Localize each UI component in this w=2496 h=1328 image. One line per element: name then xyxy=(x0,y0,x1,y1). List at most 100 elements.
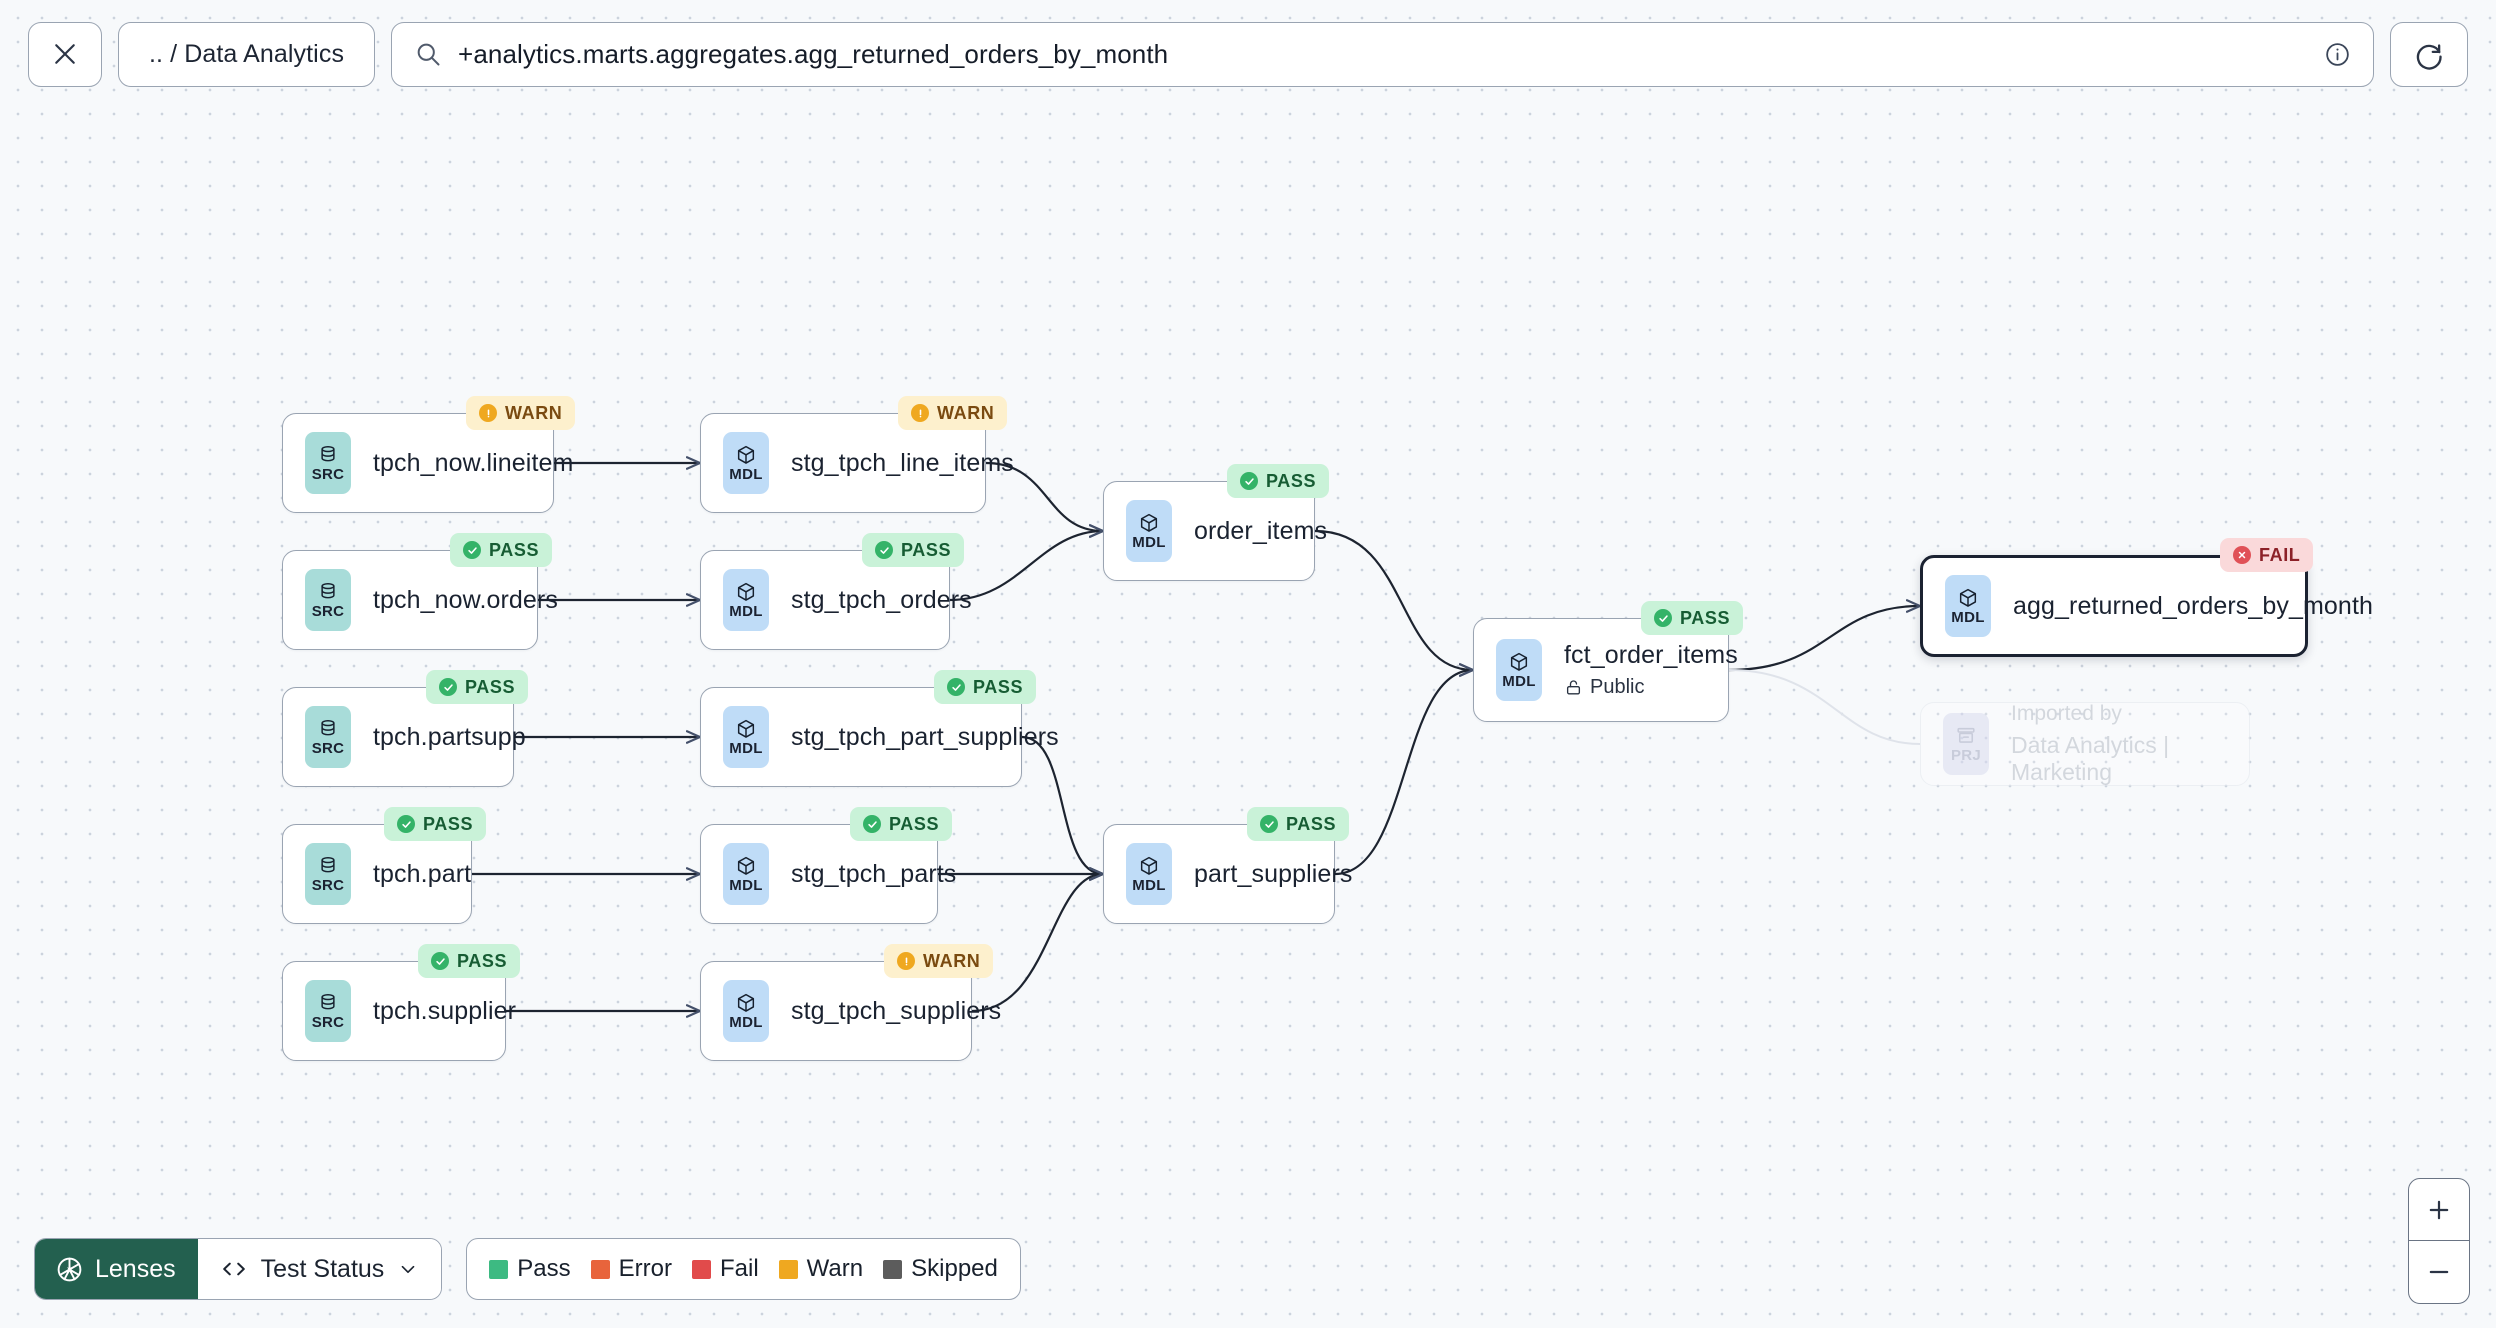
search-bar[interactable] xyxy=(391,21,2374,87)
legend-item-skipped: Skipped xyxy=(883,1255,998,1283)
cube-icon xyxy=(1140,856,1158,875)
status-badge-warn: WARN xyxy=(884,944,994,978)
status-badge-pass: PASS xyxy=(1247,807,1350,841)
lenses-group: Lenses Test Status xyxy=(34,1238,443,1300)
status-dot xyxy=(947,678,965,696)
graph-node-tpch_now_orders[interactable]: SRC tpch_now.orders xyxy=(282,550,558,650)
status-dot xyxy=(397,815,415,833)
legend-swatch xyxy=(590,1259,610,1279)
zoom-out-button[interactable] xyxy=(2409,1241,2469,1303)
lenses-button[interactable]: Lenses xyxy=(35,1239,198,1299)
node-title: tpch.partsupp xyxy=(373,722,526,751)
graph-node-tpch_supplier[interactable]: SRC tpch.supplier xyxy=(282,961,516,1061)
status-badge-pass: PASS xyxy=(450,533,553,567)
status-badge-pass: PASS xyxy=(934,670,1037,704)
node-title: tpch.part xyxy=(373,859,472,888)
node-visibility: Public xyxy=(1564,676,1738,699)
status-label: PASS xyxy=(489,539,540,560)
node-type-label: SRC xyxy=(311,466,345,483)
minus-icon xyxy=(2429,1270,2449,1274)
cube-icon xyxy=(737,856,755,875)
node-type-badge: MDL xyxy=(1126,500,1172,562)
node-type-label: MDL xyxy=(1132,877,1166,894)
imported-by-value: Data Analytics | Marketing xyxy=(2011,732,2170,785)
search-input[interactable] xyxy=(458,38,2308,70)
status-label: FAIL xyxy=(2259,544,2301,565)
status-label: WARN xyxy=(937,402,995,423)
node-text: stg_tpch_parts xyxy=(791,860,956,889)
node-type-badge: MDL xyxy=(723,432,769,494)
legend-swatch xyxy=(883,1259,903,1279)
status-badge-fail: FAIL xyxy=(2220,538,2314,572)
node-type-label: MDL xyxy=(1502,673,1536,690)
unlock-icon xyxy=(1566,680,1581,695)
node-text: order_items xyxy=(1194,517,1327,546)
graph-node-tpch_now_lineitem[interactable]: SRC tpch_now.lineitem xyxy=(282,413,573,513)
database-icon xyxy=(321,720,335,736)
status-badge-pass: PASS xyxy=(850,807,953,841)
node-text: stg_tpch_line_items xyxy=(791,449,1014,478)
node-type-label: MDL xyxy=(1951,609,1985,626)
node-title: tpch_now.lineitem xyxy=(373,448,574,477)
status-badge-pass: PASS xyxy=(862,533,965,567)
status-dot xyxy=(875,541,893,559)
status-badge-warn: WARN xyxy=(898,396,1008,430)
graph-node-agg_returned_orders_by_month[interactable]: MDL agg_returned_orders_by_month xyxy=(1920,555,2373,657)
node-type-label: MDL xyxy=(729,466,763,483)
status-badge-pass: PASS xyxy=(384,807,487,841)
refresh-button[interactable] xyxy=(2390,21,2468,87)
cube-icon xyxy=(1140,513,1158,532)
legend-swatch xyxy=(489,1259,509,1279)
node-text: tpch_now.lineitem xyxy=(373,449,573,478)
node-title: stg_tpch_orders xyxy=(791,585,972,614)
imported-by-label: Imported by xyxy=(2011,702,2122,725)
cube-icon xyxy=(737,993,755,1012)
node-text: tpch.supplier xyxy=(373,997,516,1026)
info-icon[interactable] xyxy=(2324,41,2351,68)
status-label: PASS xyxy=(1680,607,1731,628)
node-type-label: MDL xyxy=(729,740,763,757)
cube-icon xyxy=(737,582,755,601)
archive-icon xyxy=(1957,727,1975,743)
imported-by-node[interactable]: PRJ Imported by Data Analytics | Marketi… xyxy=(1920,702,2250,786)
test-status-dropdown[interactable]: Test Status xyxy=(197,1239,442,1299)
status-dot xyxy=(863,815,881,833)
database-icon xyxy=(321,446,335,462)
zoom-in-button[interactable] xyxy=(2409,1179,2469,1241)
legend-item-pass: Pass xyxy=(489,1255,571,1283)
cube-icon xyxy=(1959,588,1977,607)
status-label: WARN xyxy=(505,402,563,423)
status-dot xyxy=(439,678,457,696)
status-dot xyxy=(911,404,929,422)
graph-node-fct_order_items[interactable]: MDL fct_order_items Public xyxy=(1473,618,1738,722)
status-dot xyxy=(463,541,481,559)
node-type-label: SRC xyxy=(311,740,345,757)
node-type-label: SRC xyxy=(311,877,345,894)
status-dot xyxy=(1240,472,1258,490)
graph-node-part_suppliers[interactable]: MDL part_suppliers xyxy=(1103,824,1352,924)
node-text: agg_returned_orders_by_month xyxy=(2013,592,2373,621)
zoom-controls xyxy=(2408,1178,2470,1304)
node-title: fct_order_items xyxy=(1564,641,1738,669)
aperture-icon xyxy=(57,1257,82,1281)
node-type-badge: SRC xyxy=(305,980,351,1042)
chevron-down-icon xyxy=(401,1265,415,1274)
legend-label: Pass xyxy=(517,1255,571,1282)
status-dot xyxy=(1654,609,1672,627)
node-type-badge: SRC xyxy=(305,706,351,768)
node-title: stg_tpch_parts xyxy=(791,859,957,888)
cube-icon xyxy=(1510,652,1528,671)
breadcrumb[interactable]: .. / Data Analytics xyxy=(118,21,376,87)
node-text: stg_tpch_orders xyxy=(791,586,972,615)
graph-node-stg_tpch_parts[interactable]: MDL stg_tpch_parts xyxy=(700,824,956,924)
legend-label: Skipped xyxy=(911,1255,998,1282)
status-label: PASS xyxy=(1266,470,1317,491)
graph-node-stg_tpch_line_items[interactable]: MDL stg_tpch_line_items xyxy=(700,413,1014,513)
prj-type-label: PRJ xyxy=(1950,747,1982,764)
status-label: PASS xyxy=(901,539,952,560)
cube-icon xyxy=(737,445,755,464)
top-toolbar: .. / Data Analytics xyxy=(0,0,2496,108)
close-button[interactable] xyxy=(28,21,102,87)
